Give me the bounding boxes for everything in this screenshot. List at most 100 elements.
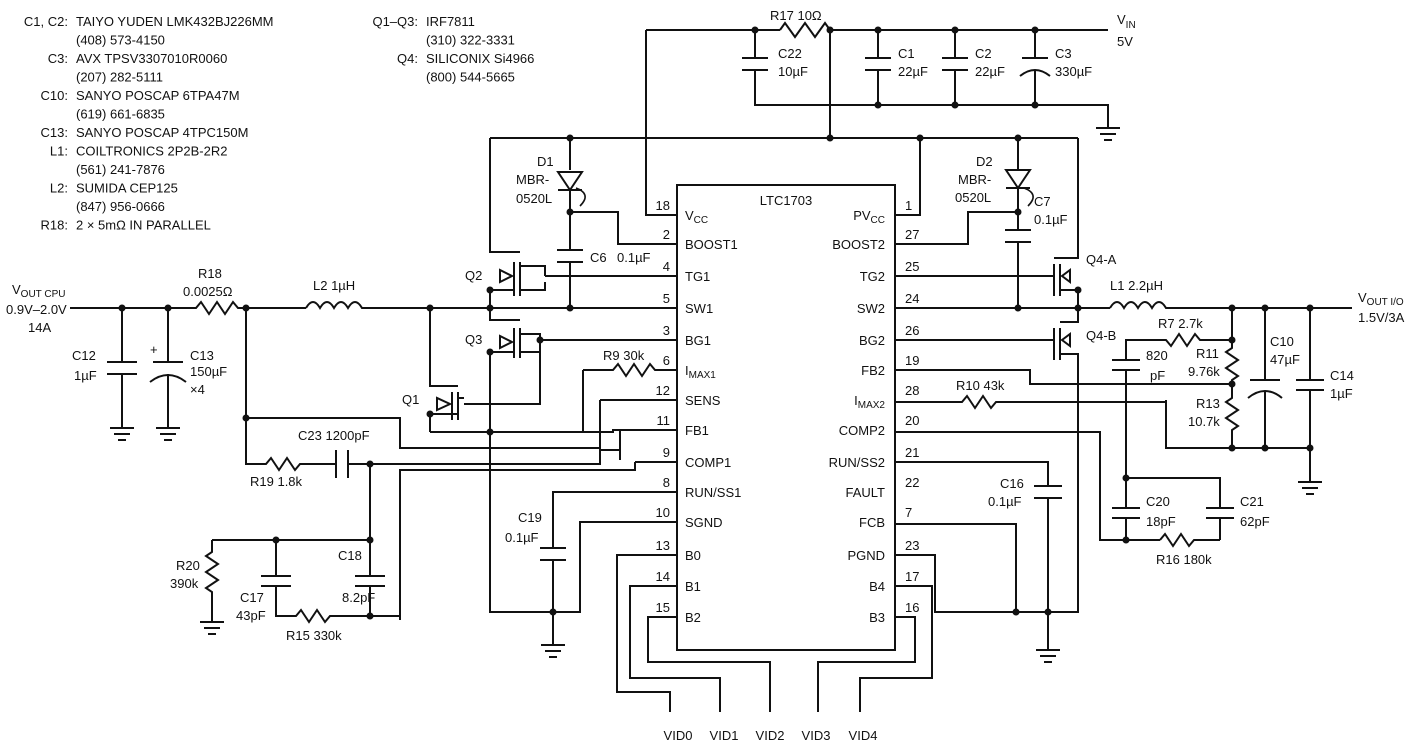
c22-value: 10µF [778, 64, 808, 79]
pin-number: 18 [656, 198, 670, 213]
c7-value: 0.1µF [1034, 212, 1068, 227]
c17-value: 43pF [236, 608, 266, 623]
c1-label: C1 [898, 46, 915, 61]
c6-value: 0.1µF [617, 250, 651, 265]
c820-label: 820 [1146, 348, 1168, 363]
c13-plus: + [150, 342, 158, 357]
pin-name: RUN/SS1 [685, 485, 741, 500]
pin-name: B0 [685, 548, 701, 563]
pin-number: 1 [905, 198, 912, 213]
vout-cpu-label: VOUT CPU [12, 282, 66, 300]
c7-label: C7 [1034, 194, 1051, 209]
pin-name: FB1 [685, 423, 709, 438]
q4b-label: Q4-B [1086, 328, 1116, 343]
c13-value: 150µF [190, 364, 227, 379]
bom-phone: (619) 661-6835 [76, 107, 165, 122]
r11-value: 9.76k [1188, 364, 1220, 379]
c6-label: C6 [590, 250, 607, 265]
pin-number: 27 [905, 227, 919, 242]
vout-cpu-range: 0.9V–2.0V [6, 302, 67, 317]
bom-part: SANYO POSCAP 6TPA47M [76, 88, 240, 103]
ground-icon [1096, 127, 1120, 141]
bom-ref: Q4: [397, 51, 418, 66]
pin-number: 2 [663, 227, 670, 242]
pin-name: BOOST2 [832, 237, 885, 252]
d1-label: D1 [537, 154, 554, 169]
pin-name: SW1 [685, 301, 713, 316]
pin-name: BOOST1 [685, 237, 738, 252]
r18-label: R18 [198, 266, 222, 281]
bom-ref: Q1–Q3: [372, 14, 418, 29]
bom-phone: (310) 322-3331 [426, 33, 515, 48]
pin-name: B3 [869, 610, 885, 625]
pin-name: VCC [685, 208, 708, 226]
diode-d1 [556, 171, 584, 192]
c21-label: C21 [1240, 494, 1264, 509]
c14-value: 1µF [1330, 386, 1353, 401]
pin-name: B4 [869, 579, 885, 594]
bom-part: 2 × 5mΩ IN PARALLEL [76, 218, 211, 233]
vid-label: VID2 [756, 728, 785, 743]
c20-value: 18pF [1146, 514, 1176, 529]
c10-label: C10 [1270, 334, 1294, 349]
c2-value: 22µF [975, 64, 1005, 79]
bom-ref: L2: [50, 181, 68, 196]
vid-label: VID4 [849, 728, 878, 743]
bom-list-right: Q1–Q3:IRF7811(310) 322-3331Q4:SILICONIX … [372, 14, 534, 85]
pin-number: 17 [905, 569, 919, 584]
bom-ref: L1: [50, 144, 68, 159]
pin-name: TG1 [685, 269, 710, 284]
bom-phone: (561) 241-7876 [76, 162, 165, 177]
bom-phone: (800) 544-5665 [426, 70, 515, 85]
vid-label: VID3 [802, 728, 831, 743]
c10-value: 47µF [1270, 352, 1300, 367]
r9-label: R9 30k [603, 348, 645, 363]
vin-rail: R17 10Ω VIN 5V C22 10µF C1 22µF C2 22µF … [490, 8, 1136, 216]
bom-part: SUMIDA CEP125 [76, 181, 178, 196]
c19-value: 0.1µF [505, 530, 539, 545]
pin-number: 4 [663, 259, 670, 274]
bom-part: SILICONIX Si4966 [426, 51, 534, 66]
r13-label: R13 [1196, 396, 1220, 411]
bom-part: AVX TPSV3307010R0060 [76, 51, 227, 66]
pin-number: 16 [905, 600, 919, 615]
c22-label: C22 [778, 46, 802, 61]
pin-name: BG2 [859, 333, 885, 348]
q3-label: Q3 [465, 332, 482, 347]
bom-ref: C10: [41, 88, 68, 103]
pin-number: 13 [656, 538, 670, 553]
c2-label: C2 [975, 46, 992, 61]
r11-label: R11 [1196, 346, 1219, 361]
pin-number: 9 [663, 445, 670, 460]
r18-value: 0.0025Ω [183, 284, 233, 299]
ic-name: LTC1703 [760, 193, 813, 208]
ic-ltc1703: LTC1703 18VCC2BOOST14TG15SW13BG16IMAX112… [656, 184, 919, 651]
l2-label: L2 1µH [313, 278, 355, 293]
pin-name: PGND [847, 548, 885, 563]
resistor-r17 [779, 21, 831, 39]
l1-label: L1 2.2µH [1110, 278, 1163, 293]
bom-phone: (207) 282-5111 [76, 70, 163, 85]
pin-number: 19 [905, 353, 919, 368]
bom-ref: C13: [41, 125, 68, 140]
c12-value: 1µF [74, 368, 97, 383]
r20-value: 390k [170, 576, 199, 591]
r15-label: R15 330k [286, 628, 342, 643]
pin-number: 14 [656, 569, 670, 584]
bom-ref: C3: [48, 51, 68, 66]
pin-name: BG1 [685, 333, 711, 348]
pin-number: 3 [663, 323, 670, 338]
pin-number: 25 [905, 259, 919, 274]
pin-number: 20 [905, 413, 919, 428]
right-switcher: D2 MBR- 0520L C7 0.1µF Q4-A Q4-B L1 2.2µ… [895, 134, 1405, 663]
bom-ref: C1, C2: [24, 14, 68, 29]
pin-name: SENS [685, 393, 721, 408]
pin-name: B2 [685, 610, 701, 625]
pin-name: COMP2 [839, 423, 885, 438]
pin-number: 21 [905, 445, 919, 460]
vout-io-label: VOUT I/O [1358, 290, 1404, 308]
q4a-label: Q4-A [1086, 252, 1117, 267]
d2-label: D2 [976, 154, 993, 169]
